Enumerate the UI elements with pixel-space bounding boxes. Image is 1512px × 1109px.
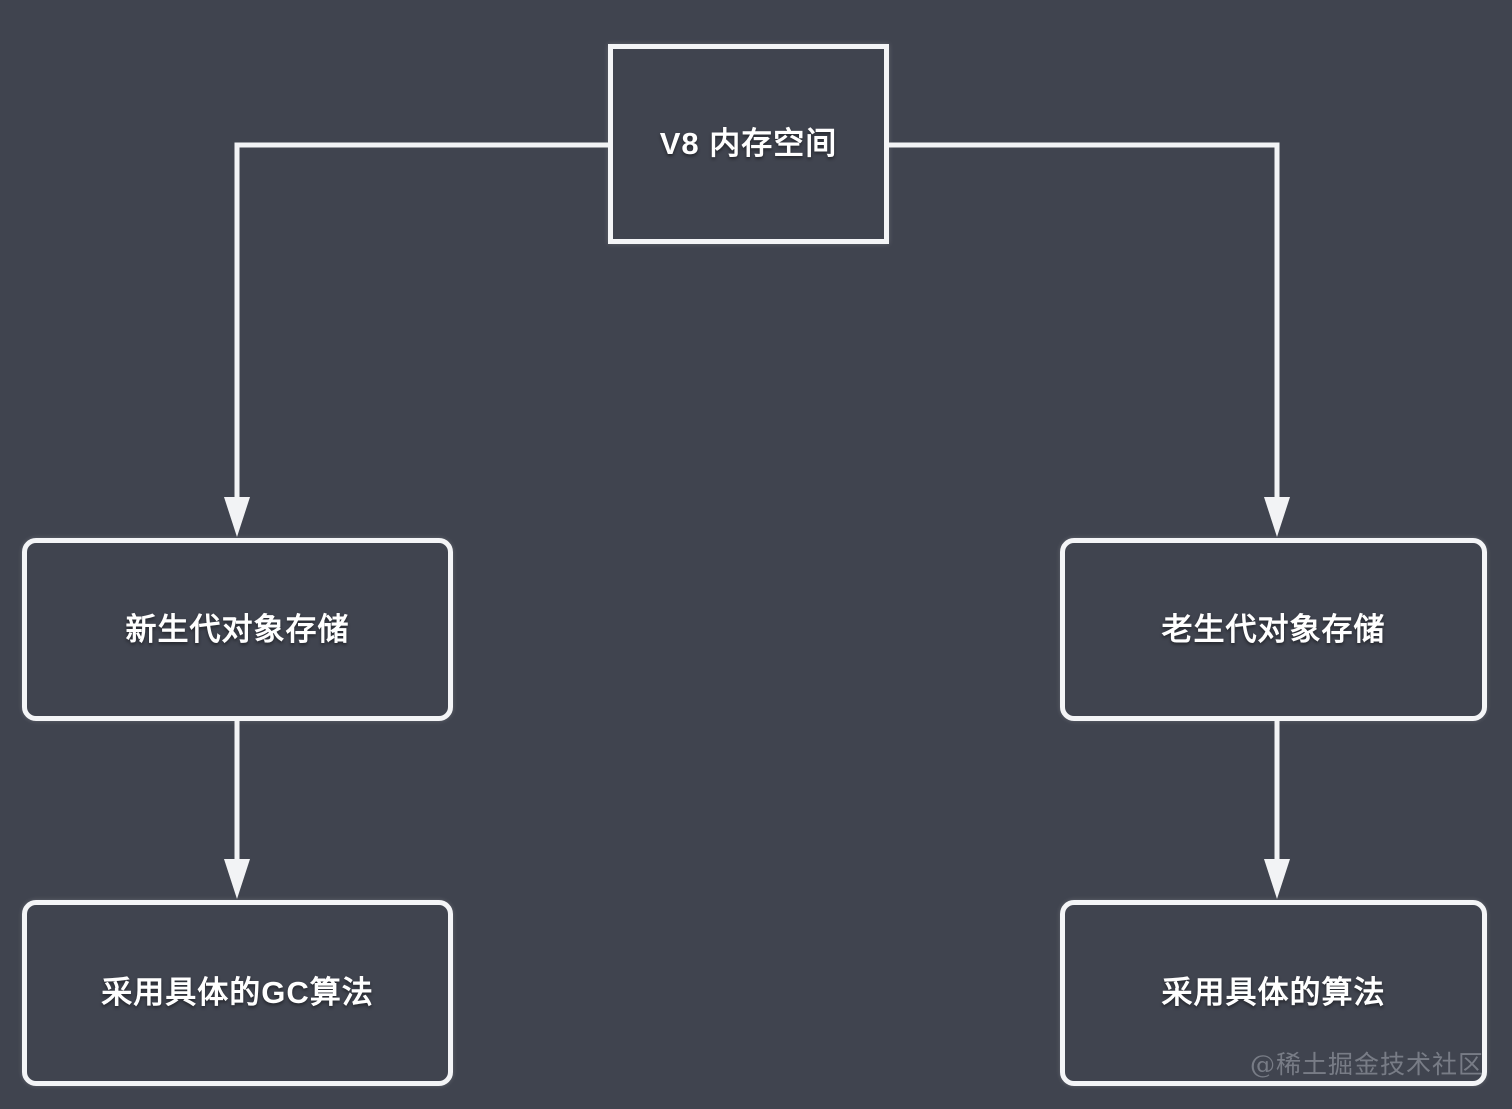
edge-young-to-young-gc-arrowhead xyxy=(224,859,250,899)
watermark: @稀土掘金技术社区 xyxy=(1249,1050,1484,1079)
edge-root-to-old xyxy=(889,142,1290,537)
node-label-old-generation-storage: 老生代对象存储 xyxy=(1161,611,1386,647)
node-young-gc-algorithm[interactable]: 采用具体的GC算法 xyxy=(22,900,453,1086)
node-label-v8-memory-space: V8 内存空间 xyxy=(659,126,838,162)
edge-root-to-young-line xyxy=(234,142,608,497)
node-label-young-gc-algorithm: 采用具体的GC算法 xyxy=(101,975,374,1011)
node-label-old-gc-algorithm: 采用具体的算法 xyxy=(1161,975,1386,1011)
node-young-generation-storage[interactable]: 新生代对象存储 xyxy=(22,538,453,721)
edge-young-to-young-gc xyxy=(224,721,250,899)
node-v8-memory-space[interactable]: V8 内存空间 xyxy=(608,44,889,244)
node-old-gc-algorithm[interactable]: 采用具体的算法 xyxy=(1060,900,1487,1086)
edge-root-to-old-arrowhead xyxy=(1264,497,1290,537)
edge-root-to-young-arrowhead xyxy=(224,497,250,537)
edge-root-to-young xyxy=(224,142,608,537)
edge-old-to-old-gc xyxy=(1264,721,1290,899)
node-label-young-generation-storage: 新生代对象存储 xyxy=(125,611,350,647)
edge-root-to-old-line xyxy=(889,142,1280,497)
node-old-generation-storage[interactable]: 老生代对象存储 xyxy=(1060,538,1487,721)
edge-old-to-old-gc-arrowhead xyxy=(1264,859,1290,899)
